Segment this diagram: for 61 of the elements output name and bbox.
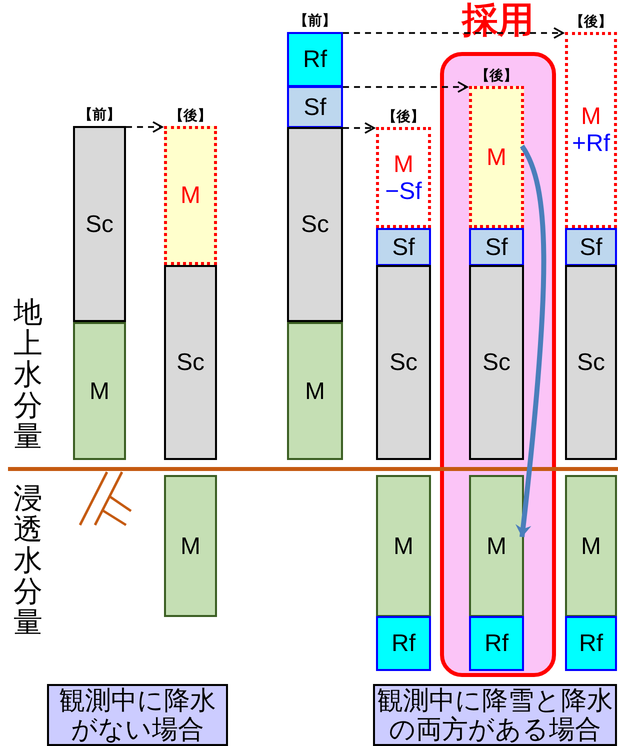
segment-label: −Sf bbox=[385, 178, 422, 204]
segment-label: Sc bbox=[176, 349, 204, 376]
bracket-label: 【後】 bbox=[474, 67, 518, 85]
segment-label: Rf bbox=[303, 46, 327, 73]
bracket-label: 【後】 bbox=[569, 13, 613, 31]
bar-segment bbox=[376, 616, 431, 671]
segment-label: Sc bbox=[85, 210, 114, 238]
bar-segment bbox=[287, 127, 343, 322]
bar-segment bbox=[287, 86, 343, 128]
axis-label: 浸透水分量 bbox=[12, 484, 44, 639]
segment-label: Sf bbox=[580, 234, 602, 260]
segment-label: M bbox=[394, 150, 414, 178]
bracket-label: 【前】 bbox=[293, 12, 337, 30]
bar-segment bbox=[469, 616, 524, 671]
segment-label: M bbox=[305, 378, 325, 404]
segment-label: M bbox=[581, 532, 601, 560]
segment-label: M bbox=[394, 532, 414, 560]
bracket-label: 【後】 bbox=[382, 108, 426, 126]
bar-segment bbox=[565, 265, 617, 460]
segment-label: M bbox=[486, 144, 506, 170]
bracket-label: 【後】 bbox=[168, 107, 212, 125]
segment-label: Sc bbox=[576, 349, 605, 376]
segment-label: Sf bbox=[304, 94, 326, 120]
segment-label: Rf bbox=[392, 630, 416, 657]
bar-segment bbox=[287, 322, 343, 460]
segment-label: M bbox=[180, 532, 200, 560]
bar-segment bbox=[376, 228, 431, 266]
arrow bbox=[343, 27, 564, 39]
caption-text: 観測中に降雪と降水の両方がある場合 bbox=[376, 686, 614, 744]
heading: 採用 bbox=[460, 0, 535, 40]
segment-label: Sc bbox=[389, 349, 418, 376]
bar-segment bbox=[73, 322, 126, 460]
bar-segment bbox=[565, 616, 617, 671]
segment-label: M bbox=[581, 103, 601, 130]
segment-label: Rf bbox=[484, 630, 508, 657]
bracket-label: 【前】 bbox=[78, 106, 122, 124]
segment-label: Sf bbox=[485, 234, 508, 260]
axis-label: 地上水分量 bbox=[12, 298, 44, 453]
caption-box bbox=[47, 684, 228, 746]
bar-segment bbox=[469, 265, 524, 460]
arrow bbox=[343, 81, 468, 93]
caption-text: 観測中に降水がない場合 bbox=[58, 686, 217, 744]
bar-segment bbox=[376, 265, 431, 460]
bar-segment bbox=[469, 475, 524, 617]
bar-segment bbox=[565, 228, 617, 266]
segment-label: M bbox=[180, 182, 200, 209]
segment-label: Sc bbox=[482, 349, 510, 376]
bar-segment bbox=[164, 475, 217, 617]
bar-segment bbox=[376, 475, 431, 617]
arrow bbox=[126, 121, 163, 133]
bar-segment bbox=[565, 475, 617, 617]
arrow bbox=[343, 122, 375, 134]
segment-label: Sf bbox=[392, 234, 415, 260]
segment-label: +Rf bbox=[572, 130, 610, 157]
segment-label: M bbox=[486, 532, 506, 560]
arrow bbox=[515, 144, 546, 538]
segment-label: M bbox=[90, 378, 110, 404]
segment-label: Sc bbox=[300, 211, 329, 238]
bar-segment bbox=[164, 265, 217, 460]
segment-label: Rf bbox=[579, 630, 603, 657]
bar-segment bbox=[469, 228, 524, 266]
